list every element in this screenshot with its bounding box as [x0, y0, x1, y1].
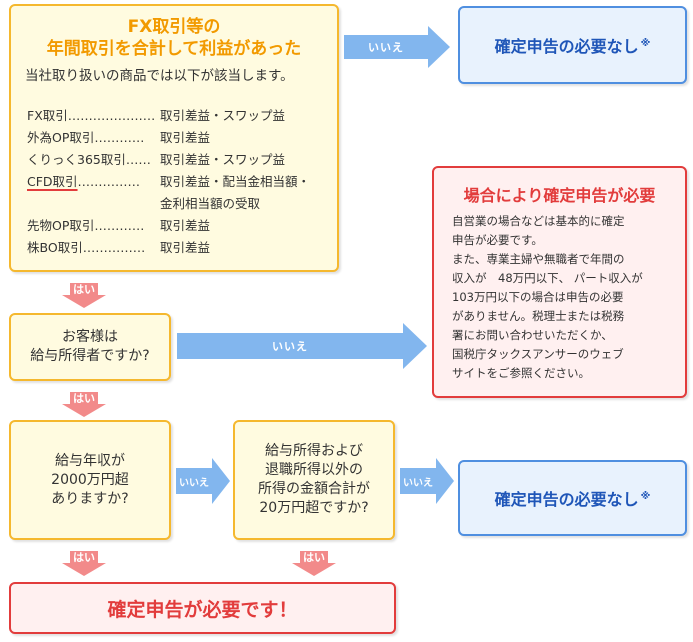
no-arrow-other: いいえ — [400, 458, 454, 504]
list-item: くりっく365取引…… 取引差益・スワップ益 — [27, 152, 286, 167]
yes-arrow-4: はい — [292, 551, 336, 577]
list-item: 外為OP取引………… 取引差益 — [27, 130, 211, 145]
list-item: 株BO取引…………… 取引差益 — [27, 240, 211, 255]
income-condition-box: FX取引等の 年間取引を合計して利益があった 当社取り扱いの商品では以下が該当し… — [9, 4, 339, 272]
salary-earner-question: お客様は 給与所得者ですか? — [9, 313, 171, 381]
yes-arrow-2: はい — [62, 392, 106, 418]
yes-arrow-1: はい — [62, 283, 106, 309]
other-income-question: 給与所得および 退職所得以外の 所得の金額合計が 20万円超ですか? — [233, 420, 395, 540]
yes-arrow-3: はい — [62, 551, 106, 577]
conditional-filing-box: 場合により確定申告が必要 自営業の場合などは基本的に確定 申告が必要です。 また… — [432, 166, 687, 398]
no-arrow-salary: いいえ — [177, 323, 427, 369]
conditional-filing-text: 自営業の場合などは基本的に確定 申告が必要です。 また、専業主婦や無職者で年間の… — [452, 214, 643, 380]
income-condition-title: FX取引等の 年間取引を合計して利益があった — [46, 17, 302, 59]
salary-income-question: 給与年収が 2000万円超 ありますか? — [9, 420, 171, 540]
conditional-filing-title: 場合により確定申告が必要 — [463, 186, 656, 205]
no-filing-result-top: 確定申告の必要なし※ — [458, 6, 687, 84]
filing-required-result: 確定申告が必要です！ — [9, 582, 396, 634]
list-item: FX取引………………… 取引差益・スワップ益 — [27, 108, 286, 123]
list-item: CFD取引…………… 取引差益・配当金相当額・ — [27, 174, 311, 189]
no-filing-result-bottom: 確定申告の必要なし※ — [458, 460, 687, 536]
no-arrow-top: いいえ — [344, 26, 450, 68]
cfd-highlight: CFD取引 — [27, 174, 78, 189]
income-condition-subtitle: 当社取り扱いの商品では以下が該当します。 — [25, 68, 294, 84]
list-item: 先物OP取引………… 取引差益 — [27, 218, 211, 233]
no-arrow-income: いいえ — [176, 458, 230, 504]
